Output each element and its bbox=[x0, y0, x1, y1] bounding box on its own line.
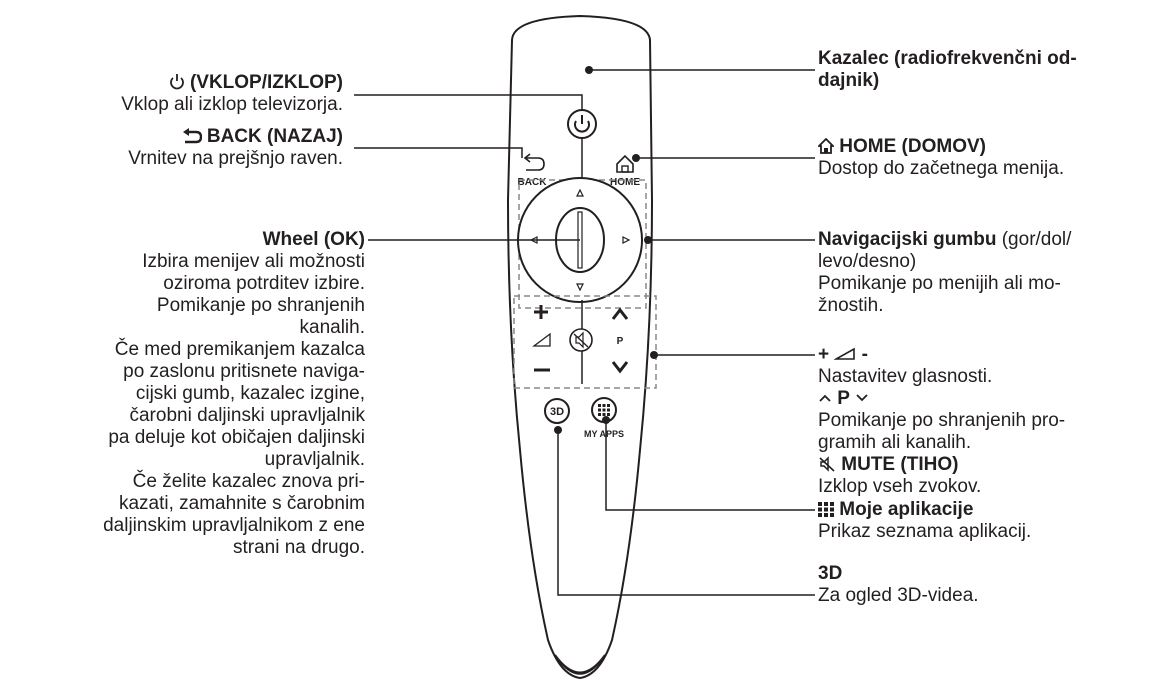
volume-desc: Nastavitev glasnosti. bbox=[818, 366, 1148, 388]
channel-title: P bbox=[818, 388, 1148, 410]
navigation-title-rest: (gor/dol/ bbox=[996, 229, 1071, 250]
chevron-up-icon bbox=[818, 393, 832, 403]
mute-icon bbox=[818, 456, 836, 472]
wheel-line: Če med premikanjem kazalca bbox=[25, 339, 365, 361]
navigation-title: Navigacijski gumbu bbox=[818, 229, 996, 250]
remote-3d-label: 3D bbox=[550, 406, 564, 418]
volume-icon bbox=[834, 347, 856, 361]
remote-3d-button: 3D bbox=[545, 399, 569, 423]
power-desc: Vklop ali izklop televizorja. bbox=[3, 94, 343, 116]
navigation-line: levo/desno) bbox=[818, 251, 1148, 273]
wheel-line: pa deluje kot običajen daljinski bbox=[25, 427, 365, 449]
home-dot bbox=[632, 154, 640, 162]
wheel-title: Wheel (OK) bbox=[25, 229, 365, 251]
home-callout: HOME (DOMOV) Dostop do začetnega menija. bbox=[818, 136, 1148, 180]
navigation-line: žnostih. bbox=[818, 295, 1148, 317]
wheel-callout: Wheel (OK) Izbira menijev ali možnosti o… bbox=[25, 229, 365, 559]
myapps-callout: Moje aplikacije Prikaz seznama aplikacij… bbox=[818, 499, 1148, 543]
back-callout: BACK (NAZAJ) Vrnitev na prejšnjo raven. bbox=[3, 126, 343, 170]
volume-title: + - bbox=[818, 344, 1148, 366]
navigation-title-row: Navigacijski gumbu (gor/dol/ bbox=[818, 229, 1148, 251]
channel-line: gramih ali kanalih. bbox=[818, 432, 1148, 454]
power-button-shape bbox=[568, 110, 596, 138]
pointer-title-cont: dajnik) bbox=[818, 70, 1148, 92]
home-desc: Dostop do začetnega menija. bbox=[818, 158, 1148, 180]
back-desc: Vrnitev na prejšnjo raven. bbox=[3, 148, 343, 170]
power-callout: (VKLOP/IZKLOP) Vklop ali izklop televizo… bbox=[3, 72, 343, 116]
power-icon bbox=[169, 73, 185, 90]
navigation-line: Pomikanje po menijih ali mo- bbox=[818, 273, 1148, 295]
pointer-callout: Kazalec (radiofrekvenčni od- dajnik) bbox=[818, 48, 1148, 92]
remote-home-label: HOME bbox=[610, 177, 640, 188]
mute-title: MUTE (TIHO) bbox=[818, 454, 1148, 476]
threed-callout: 3D Za ogled 3D-videa. bbox=[818, 563, 1148, 607]
remote-channel-label: P bbox=[617, 336, 624, 347]
pointer-title: Kazalec (radiofrekvenčni od- bbox=[818, 48, 1148, 70]
pointer-dot bbox=[585, 66, 593, 74]
wheel-line: kazati, zamahnite s čarobnim bbox=[25, 493, 365, 515]
wheel-line: Pomikanje po shranjenih bbox=[25, 295, 365, 317]
myapps-dot bbox=[602, 416, 610, 424]
myapps-desc: Prikaz seznama aplikacij. bbox=[818, 521, 1148, 543]
wheel-line: strani na drugo. bbox=[25, 537, 365, 559]
navigation-callout: Navigacijski gumbu (gor/dol/ levo/desno)… bbox=[818, 229, 1148, 317]
wheel-line: Izbira menijev ali možnosti bbox=[25, 251, 365, 273]
wheel-line: kanalih. bbox=[25, 317, 365, 339]
wheel-line: po zaslonu pritisnete naviga- bbox=[25, 361, 365, 383]
threed-desc: Za ogled 3D-videa. bbox=[818, 585, 1148, 607]
chevron-down-icon bbox=[855, 393, 869, 403]
wheel-line: upravljalnik. bbox=[25, 449, 365, 471]
channel-line: Pomikanje po shranjenih pro- bbox=[818, 410, 1148, 432]
volume-dot bbox=[650, 351, 658, 359]
wheel-line: Če želite kazalec znova pri- bbox=[25, 471, 365, 493]
home-icon bbox=[818, 138, 834, 154]
wheel-line: oziroma potrditev izbire. bbox=[25, 273, 365, 295]
back-arrow-icon bbox=[182, 128, 202, 144]
remote-back-label: BACK bbox=[518, 177, 548, 188]
wheel-line: daljinskim upravljalnikom z ene bbox=[25, 515, 365, 537]
threed-title: 3D bbox=[818, 563, 1148, 585]
power-title: (VKLOP/IZKLOP) bbox=[3, 72, 343, 94]
volume-callout: + - Nastavitev glasnosti. P Pomikanje po… bbox=[818, 344, 1148, 498]
mute-desc: Izklop vseh zvokov. bbox=[818, 476, 1148, 498]
grid-icon bbox=[818, 501, 834, 517]
home-title: HOME (DOMOV) bbox=[818, 136, 1148, 158]
remote-myapps-label: MY APPS bbox=[584, 429, 624, 439]
wheel-line: cijski gumb, kazalec izgine, bbox=[25, 383, 365, 405]
back-title: BACK (NAZAJ) bbox=[3, 126, 343, 148]
remote-mute-icon bbox=[570, 329, 592, 351]
myapps-title: Moje aplikacije bbox=[818, 499, 1148, 521]
threed-dot bbox=[554, 426, 562, 434]
wheel-line: čarobni daljinski upravljalnik bbox=[25, 405, 365, 427]
nav-dot bbox=[644, 236, 652, 244]
